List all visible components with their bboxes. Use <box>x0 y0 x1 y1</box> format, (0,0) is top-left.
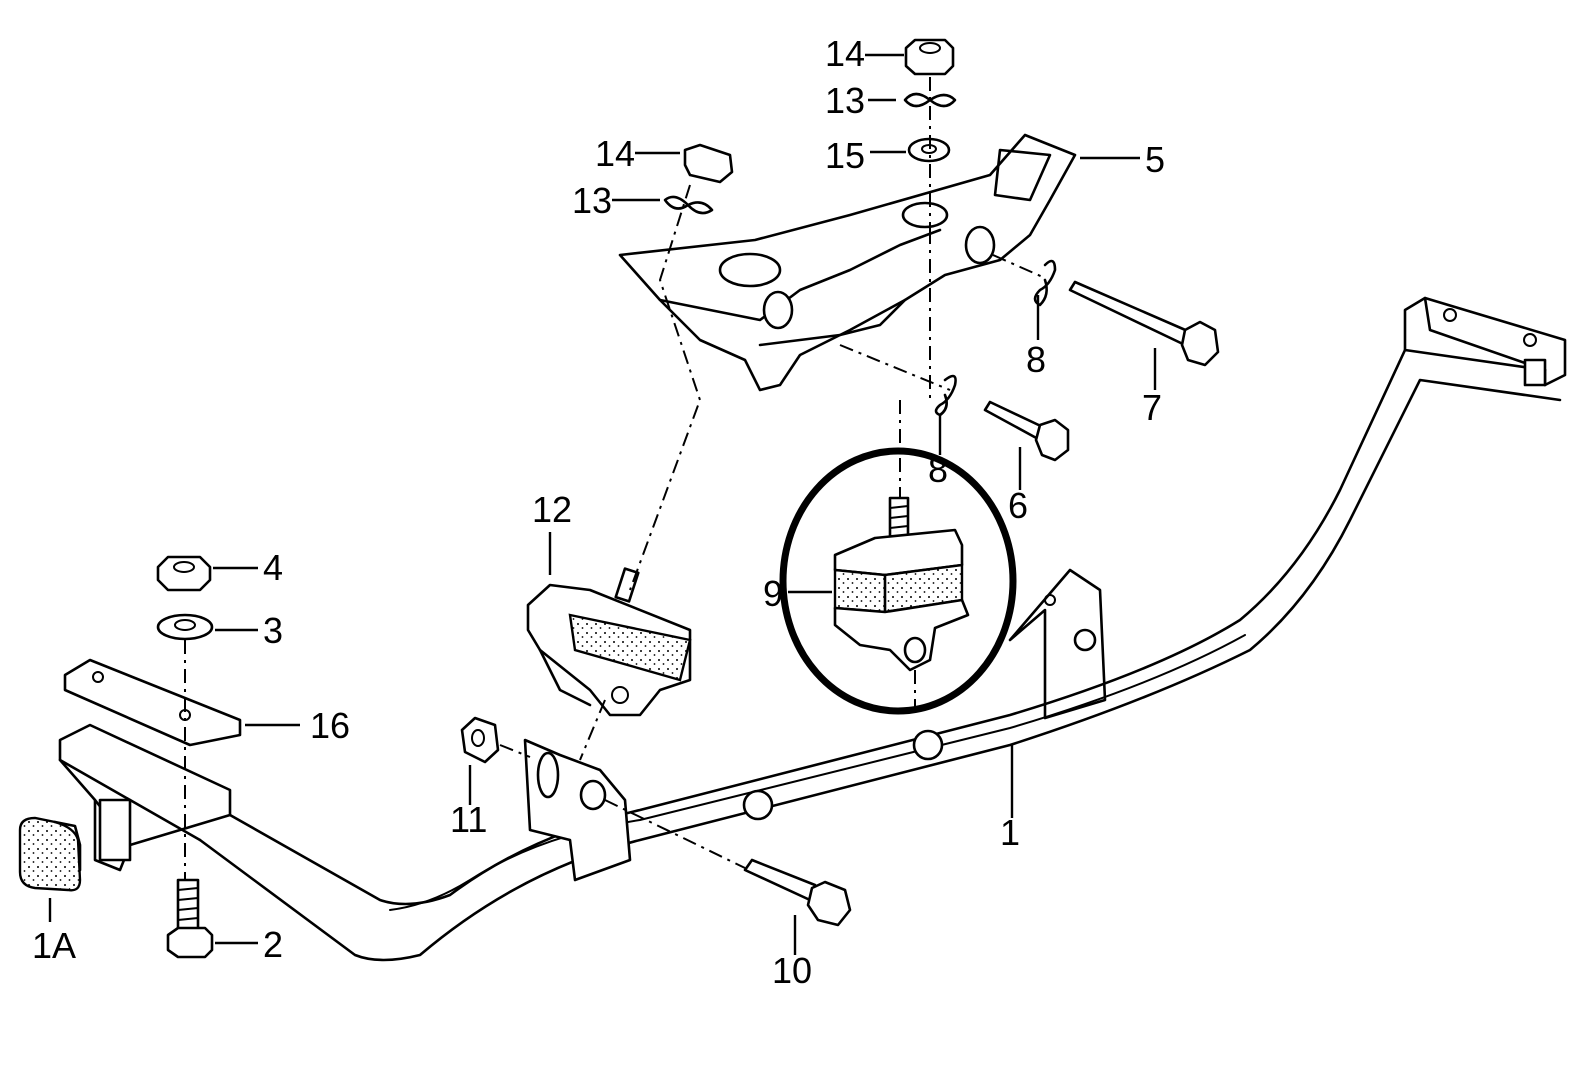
callout-11: 11 <box>450 799 487 840</box>
bolt-part-2 <box>166 878 214 959</box>
leader-lines <box>48 53 1157 955</box>
spring-washer-part-13-top <box>903 92 957 108</box>
callout-labels: 1 1A 2 3 4 5 6 7 8 8 9 10 11 12 13 13 14… <box>32 33 1165 991</box>
callout-13-top: 13 <box>825 80 865 121</box>
plate-part-16 <box>63 658 242 747</box>
callout-13-left: 13 <box>572 180 612 221</box>
front-bracket <box>523 738 632 882</box>
assembly-center-lines <box>184 77 1046 880</box>
callout-9: 9 <box>763 573 783 614</box>
nut-part-14-left <box>683 143 734 184</box>
highlight-circle <box>779 447 1017 715</box>
rubber-mount-part-9 <box>833 496 970 672</box>
callout-12: 12 <box>532 489 572 530</box>
spring-washer-part-8-upper <box>1033 259 1057 307</box>
spring-washer-part-13-left <box>663 195 714 215</box>
carrier-part-5 <box>618 133 1077 392</box>
callout-10: 10 <box>772 950 812 991</box>
callout-3: 3 <box>263 610 283 651</box>
nut-part-11 <box>460 716 500 764</box>
callout-16: 16 <box>310 705 350 746</box>
callout-5: 5 <box>1145 139 1165 180</box>
callout-1a: 1A <box>32 925 76 966</box>
rubber-cap-part-1a <box>18 816 82 892</box>
spring-washer-part-8-lower <box>934 374 957 417</box>
crossmember-frame <box>58 296 1567 962</box>
callout-8-lower: 8 <box>928 449 948 490</box>
callout-4: 4 <box>263 547 283 588</box>
nut-part-4 <box>156 555 212 592</box>
callout-1: 1 <box>1000 812 1020 853</box>
callout-14-left: 14 <box>595 133 635 174</box>
callout-6: 6 <box>1008 485 1028 526</box>
callout-14-top: 14 <box>825 33 865 74</box>
callout-2: 2 <box>263 924 283 965</box>
callout-8-upper: 8 <box>1026 339 1046 380</box>
nut-part-14-top <box>904 38 955 76</box>
washer-part-3 <box>156 613 214 641</box>
bolt-part-10 <box>743 858 852 927</box>
front-mount-part-12 <box>526 567 692 717</box>
bolt-part-6 <box>983 400 1070 462</box>
callout-7: 7 <box>1142 387 1162 428</box>
bolt-part-7 <box>1068 280 1220 367</box>
callout-15: 15 <box>825 135 865 176</box>
